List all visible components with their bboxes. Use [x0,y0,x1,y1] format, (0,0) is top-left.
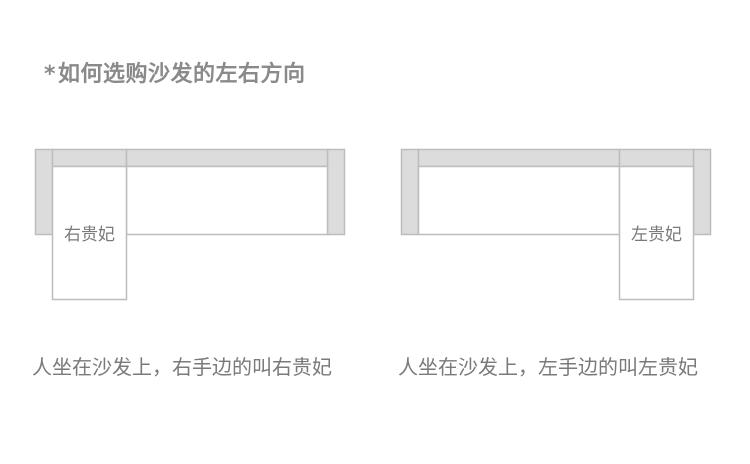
chaise-label: 左贵妃 [631,225,682,245]
chaise-backrest [51,148,128,168]
page-title: *如何选购沙发的左右方向 [44,56,306,88]
left-armrest [400,148,420,236]
left-armrest [34,148,54,236]
main-backrest [125,148,329,168]
main-seat [125,165,329,236]
sofa-left-chaise: 左贵妃 [400,148,712,301]
chaise-seat [618,165,695,301]
right-armrest [326,148,346,236]
chaise-label: 右贵妃 [64,225,115,245]
chaise-backrest [618,148,695,168]
title-star: * [44,62,57,87]
caption-left-chaise: 人坐在沙发上，左手边的叫左贵妃 [398,355,698,379]
main-backrest [417,148,621,168]
title-text: 如何选购沙发的左右方向 [58,62,306,87]
main-seat [417,165,621,236]
caption-right-chaise: 人坐在沙发上，右手边的叫右贵妃 [32,355,332,379]
sofa-right-chaise: 右贵妃 [34,148,346,301]
chaise-seat [51,165,128,301]
right-armrest [692,148,712,236]
